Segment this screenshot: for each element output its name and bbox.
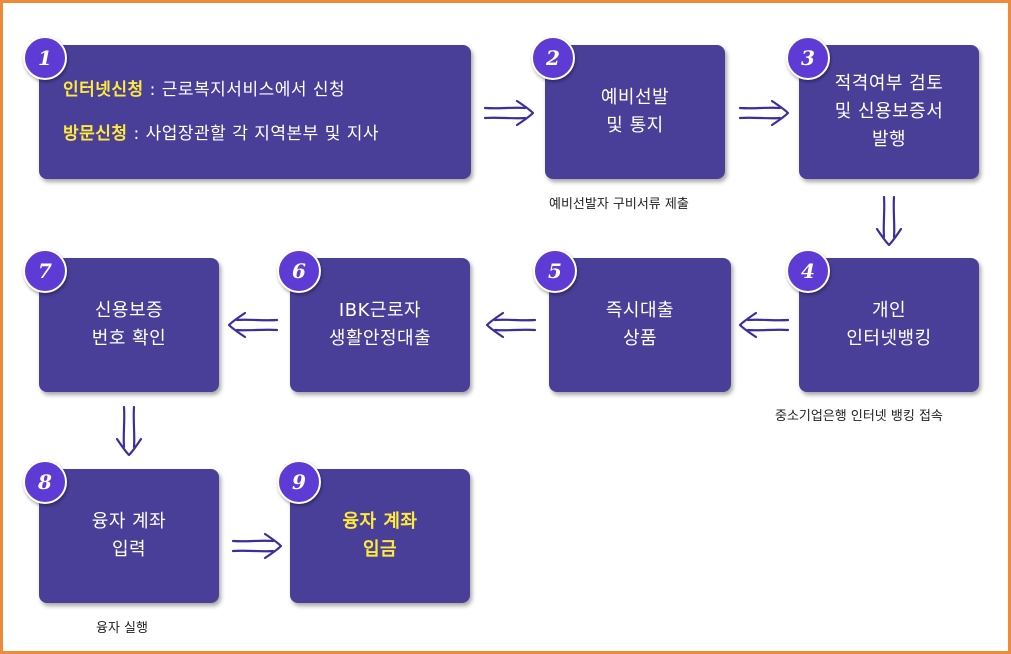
step-4-line-1: 개인 bbox=[871, 300, 907, 321]
step-3-line-2: 및 신용보증서 bbox=[834, 101, 944, 122]
step-9-line-1: 융자 계좌 bbox=[342, 511, 418, 532]
step-8-line-1: 융자 계좌 bbox=[91, 511, 167, 532]
step-5-box: 즉시대출 상품 bbox=[549, 258, 731, 392]
step-1-online-row: 인터넷신청 : 근로복지서비스에서 신청 bbox=[63, 68, 345, 112]
step-7-box: 신용보증 번호 확인 bbox=[39, 258, 219, 392]
step-8-box: 융자 계좌 입력 bbox=[39, 469, 219, 603]
step-3-line-1: 적격여부 검토 bbox=[834, 73, 944, 94]
step-7-line-1: 신용보증 bbox=[94, 300, 164, 321]
step-2-badge: 2 bbox=[531, 36, 575, 80]
step-1-visit-label: 방문신청 bbox=[63, 124, 128, 144]
step-6-line-2: 생활안정대출 bbox=[328, 328, 432, 349]
step-5-line-2: 상품 bbox=[622, 328, 658, 349]
step-4-box: 개인 인터넷뱅킹 bbox=[799, 258, 979, 392]
step-4-line-2: 인터넷뱅킹 bbox=[846, 328, 932, 349]
step-1-box: 인터넷신청 : 근로복지서비스에서 신청 방문신청 : 사업장관할 각 지역본부… bbox=[39, 45, 471, 179]
arrow-right-icon bbox=[738, 99, 790, 127]
arrow-left-icon bbox=[485, 311, 537, 339]
step-4-badge: 4 bbox=[786, 249, 830, 293]
arrow-down-icon bbox=[875, 195, 903, 247]
step-8-line-2: 입력 bbox=[111, 539, 147, 560]
step-3-badge: 3 bbox=[786, 36, 830, 80]
arrow-left-icon bbox=[738, 311, 790, 339]
step-1-visit-row: 방문신청 : 사업장관할 각 지역본부 및 지사 bbox=[63, 112, 379, 156]
step-3-box: 적격여부 검토 및 신용보증서 발행 bbox=[799, 45, 979, 179]
step-6-badge: 6 bbox=[277, 249, 321, 293]
step-5-line-1: 즉시대출 bbox=[605, 300, 675, 321]
step-8-note: 융자 실행 bbox=[96, 621, 148, 636]
step-9-line-2: 입금 bbox=[362, 539, 398, 560]
step-2-note: 예비선발자 구비서류 제출 bbox=[549, 197, 689, 212]
step-2-line-1: 예비선발 bbox=[600, 87, 670, 108]
step-1-online-text: : 근로복지서비스에서 신청 bbox=[143, 80, 346, 100]
step-1-online-label: 인터넷신청 bbox=[63, 80, 144, 100]
step-4-note: 중소기업은행 인터넷 뱅킹 접속 bbox=[775, 409, 943, 424]
step-5-badge: 5 bbox=[533, 249, 577, 293]
arrow-left-icon bbox=[227, 311, 279, 339]
step-3-line-3: 발행 bbox=[871, 129, 907, 150]
step-6-box: IBK근로자 생활안정대출 bbox=[290, 258, 470, 392]
step-2-box: 예비선발 및 통지 bbox=[545, 45, 725, 179]
step-8-badge: 8 bbox=[23, 460, 67, 504]
step-7-line-2: 번호 확인 bbox=[91, 328, 167, 349]
arrow-right-icon bbox=[231, 532, 283, 560]
step-7-badge: 7 bbox=[23, 249, 67, 293]
step-1-badge: 1 bbox=[23, 36, 67, 80]
step-1-visit-text: : 사업장관할 각 지역본부 및 지사 bbox=[127, 124, 380, 144]
step-9-badge: 9 bbox=[277, 460, 321, 504]
step-9-box: 융자 계좌 입금 bbox=[290, 469, 470, 603]
step-2-line-2: 및 통지 bbox=[606, 115, 664, 136]
arrow-right-icon bbox=[483, 99, 535, 127]
step-6-line-1: IBK근로자 bbox=[338, 300, 422, 321]
arrow-down-icon bbox=[115, 405, 143, 457]
